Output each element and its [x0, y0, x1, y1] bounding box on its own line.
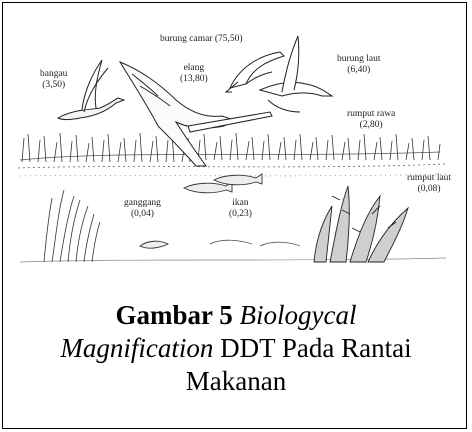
- caption-italic-1: Biologycal: [240, 300, 357, 330]
- label-rumput-laut: rumput laut (0,08): [407, 173, 451, 195]
- seabed-stones: [210, 240, 300, 246]
- label-burung-camar-name: burung camar: [160, 34, 213, 44]
- label-rumput-rawa-value: (2,80): [347, 120, 395, 131]
- label-ikan-name: ikan: [229, 198, 252, 209]
- figure-caption: Gambar 5 Biologycal Magnification DDT Pa…: [10, 299, 462, 398]
- label-bangau-name: bangau: [40, 69, 67, 80]
- label-elang-value: (13,80): [180, 74, 208, 85]
- caption-number: Gambar 5: [116, 300, 233, 330]
- marsh-grass: [18, 133, 446, 168]
- label-elang: elang (13,80): [180, 63, 208, 85]
- label-rumput-laut-name: rumput laut: [407, 173, 451, 184]
- label-rumput-rawa: rumput rawa (2,80): [347, 109, 395, 131]
- label-elang-name: elang: [180, 63, 208, 74]
- label-burung-camar-value: (75,50): [215, 34, 243, 44]
- label-bangau: bangau (3,50): [40, 69, 67, 91]
- label-burung-laut-name: burung laut: [337, 54, 381, 65]
- label-ganggang-name: ganggang: [124, 198, 161, 209]
- label-bangau-value: (3,50): [40, 80, 67, 91]
- heron-drawing: [58, 60, 124, 120]
- seabird-drawing: [260, 36, 332, 112]
- label-ganggang: ganggang (0,04): [124, 198, 161, 220]
- label-burung-laut: burung laut (6,40): [337, 54, 381, 76]
- seaweed-drawing: [314, 186, 408, 262]
- caption-rest: DDT Pada Rantai Makanan: [186, 333, 412, 396]
- label-ganggang-value: (0,04): [124, 209, 161, 220]
- label-burung-camar: burung camar (75,50): [160, 34, 243, 45]
- label-rumput-laut-value: (0,08): [407, 184, 451, 195]
- label-rumput-rawa-name: rumput rawa: [347, 109, 395, 120]
- label-ikan-value: (0,23): [229, 209, 252, 220]
- label-burung-laut-value: (6,40): [337, 65, 381, 76]
- algae-drawing: [44, 190, 100, 262]
- caption-italic-2: Magnification: [60, 333, 213, 363]
- label-ikan: ikan (0,23): [229, 198, 252, 220]
